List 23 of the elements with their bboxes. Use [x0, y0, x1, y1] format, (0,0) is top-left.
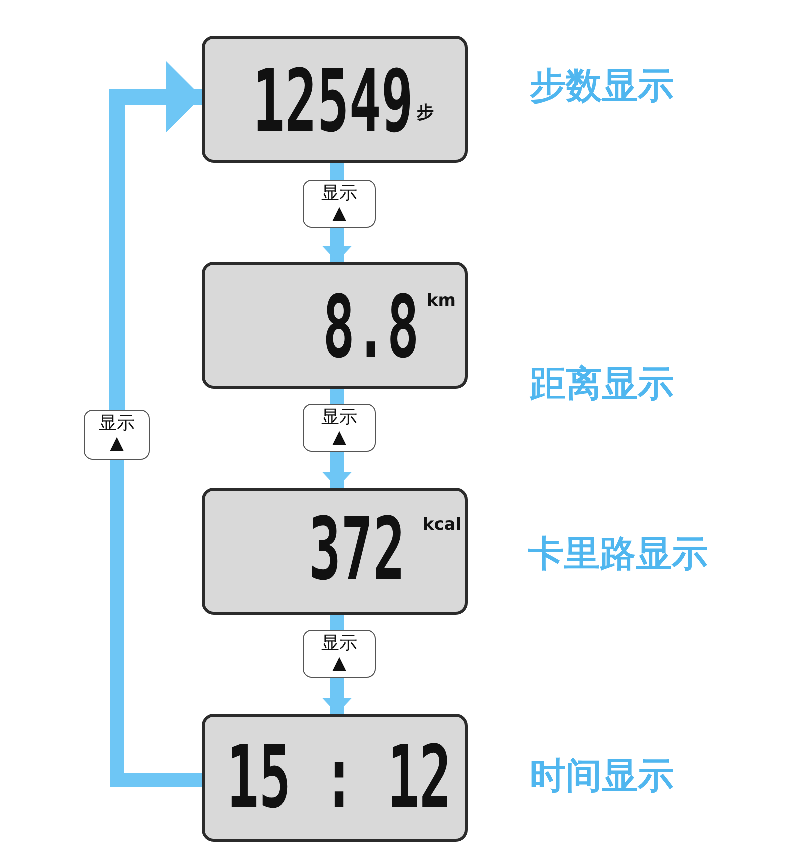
lcd-digits: 372 — [309, 507, 406, 593]
lcd-digits: 12549 — [253, 59, 414, 145]
unit-label: 步 — [417, 102, 434, 124]
lcd-screen — [202, 488, 468, 615]
display-button: 显示 ▲ — [303, 630, 376, 678]
mode-label: 时间显示 — [530, 755, 674, 799]
display-button: 显示 ▲ — [303, 180, 376, 228]
arrow — [109, 61, 202, 410]
arrow — [322, 678, 352, 714]
mode-label: 距离显示 — [530, 363, 674, 407]
mode-label: 卡里路显示 — [528, 533, 708, 577]
lcd-digits: 15 : 12 — [227, 735, 452, 821]
unit-label: km — [427, 291, 456, 311]
lcd-screen — [202, 36, 468, 163]
mode-label: 步数显示 — [530, 65, 674, 109]
unit-label: kcal — [423, 515, 462, 535]
lcd-digits: 8.8 — [323, 285, 420, 371]
lcd-screen — [202, 262, 468, 389]
lcd-screen — [202, 714, 468, 842]
display-button: 显示 ▲ — [84, 410, 150, 460]
arrow — [322, 228, 352, 262]
display-button: 显示 ▲ — [303, 404, 376, 452]
arrow — [322, 452, 352, 488]
